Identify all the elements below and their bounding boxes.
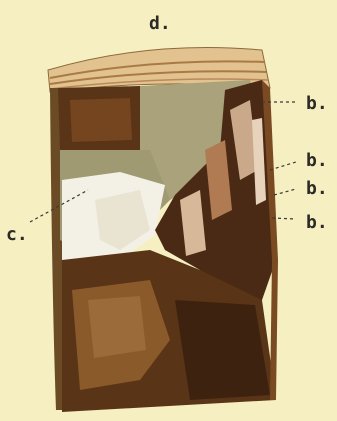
label-b-1: b. [306, 95, 328, 113]
label-b-2: b. [306, 152, 328, 170]
label-b-4: b. [306, 214, 328, 232]
label-b-3: b. [306, 180, 328, 198]
label-d: d. [149, 15, 171, 33]
block-body [50, 80, 278, 412]
label-c: c. [6, 226, 28, 244]
